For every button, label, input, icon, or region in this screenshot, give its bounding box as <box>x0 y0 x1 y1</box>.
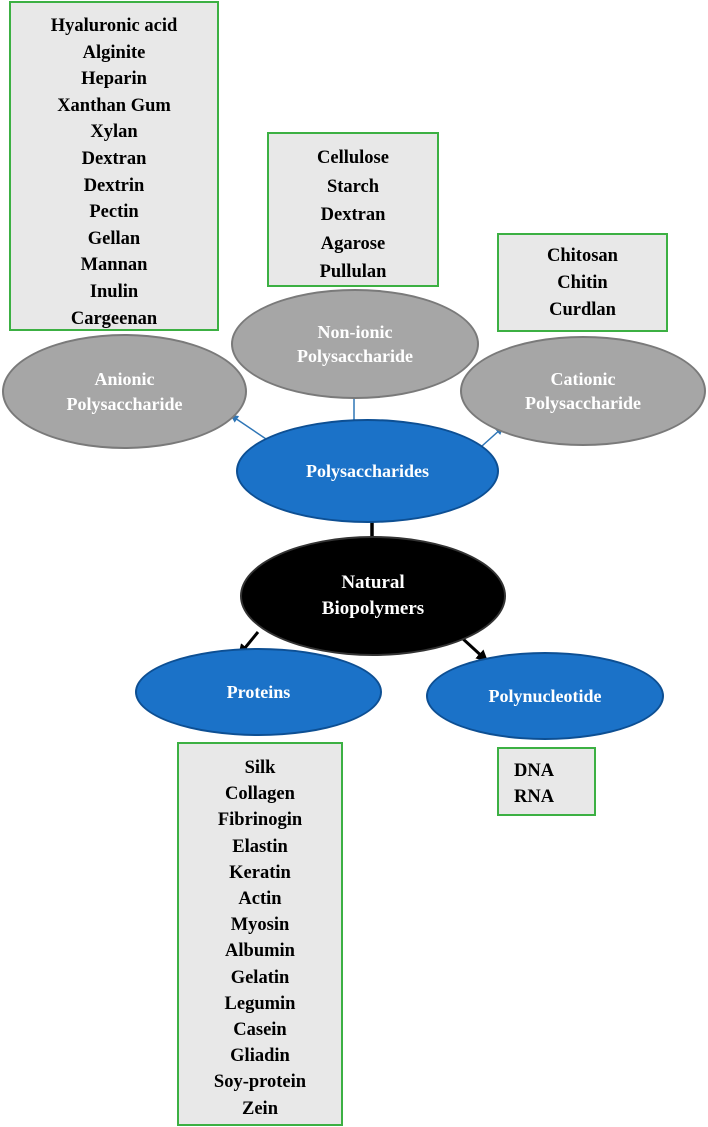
polynucleotide-node: Polynucleotide <box>426 652 664 740</box>
proteins-node: Proteins <box>135 648 382 736</box>
arrow-to-polynucleotide <box>460 636 489 663</box>
list-item: Inulin <box>89 281 139 302</box>
list-item: Mannan <box>80 255 148 276</box>
list-item: Xanthan Gum <box>57 95 171 116</box>
nonionic-polysaccharide-node: Non-ionic Polysaccharide <box>231 289 479 399</box>
list-item: Soy-protein <box>213 1072 307 1093</box>
list-item: Fibrinogin <box>217 810 303 831</box>
anionic-polysaccharide-node: Anionic Polysaccharide <box>2 334 247 449</box>
list-item: Agarose <box>320 233 386 254</box>
list-item: Starch <box>326 176 380 197</box>
list-item: Pullulan <box>319 262 387 282</box>
list-item: Chitin <box>557 273 608 293</box>
node-label-line1: Cationic <box>550 368 616 389</box>
node-label-line2: Polysaccharide <box>525 393 641 413</box>
node-label-line1: Anionic <box>94 369 155 390</box>
list-item: RNA <box>514 787 555 807</box>
list-item: Cargeenan <box>70 308 158 329</box>
list-item: Xylan <box>90 122 138 143</box>
node-label-line2: Polysaccharide <box>297 346 413 366</box>
node-label: Polynucleotide <box>488 685 602 706</box>
list-item: Actin <box>238 889 282 910</box>
list-item: Collagen <box>225 784 295 805</box>
proteins-examples-box: Silk Collagen Fibrinogin Elastin Keratin… <box>177 742 343 1126</box>
list-item: Albumin <box>225 941 295 962</box>
natural-biopolymers-node: Natural Biopolymers <box>240 536 506 656</box>
list-item: Cellulose <box>317 148 389 168</box>
list-item: Heparin <box>81 69 147 90</box>
node-label: Proteins <box>226 681 291 702</box>
list-item: Alginite <box>82 42 146 63</box>
anionic-examples-box: Hyaluronic acid Alginite Heparin Xanthan… <box>9 1 219 331</box>
node-label-line2: Biopolymers <box>321 598 425 619</box>
list-item: Gelatin <box>230 967 290 988</box>
list-item: Legumin <box>224 993 296 1014</box>
node-label-line2: Polysaccharide <box>66 393 183 414</box>
list-item: Myosin <box>230 915 290 936</box>
list-item: Curdlan <box>549 300 616 320</box>
list-item: Keratin <box>229 862 291 883</box>
list-item: Pectin <box>89 202 139 223</box>
list-item: DNA <box>514 761 555 781</box>
node-label-line1: Natural <box>341 572 405 594</box>
list-item: Zein <box>242 1098 278 1119</box>
polynucleotide-examples-box: DNA RNA <box>497 747 596 816</box>
list-item: Silk <box>244 758 276 778</box>
list-item: Casein <box>233 1020 287 1041</box>
list-item: Dextrin <box>83 175 145 196</box>
cationic-polysaccharide-node: Cationic Polysaccharide <box>460 336 706 446</box>
list-item: Elastin <box>232 836 288 857</box>
cationic-examples-box: Chitosan Chitin Curdlan <box>497 233 668 332</box>
polysaccharides-node: Polysaccharides <box>236 419 499 523</box>
list-item: Dextran <box>320 205 386 225</box>
nonionic-examples-box: Cellulose Starch Dextran Agarose Pullula… <box>267 132 439 287</box>
list-item: Dextran <box>81 148 147 169</box>
list-item: Chitosan <box>547 246 618 266</box>
list-item: Gliadin <box>230 1046 290 1067</box>
node-label: Polysaccharides <box>306 460 429 481</box>
node-label-line1: Non-ionic <box>317 321 393 342</box>
list-item: Gellan <box>87 228 141 249</box>
list-item: Hyaluronic acid <box>50 16 178 36</box>
